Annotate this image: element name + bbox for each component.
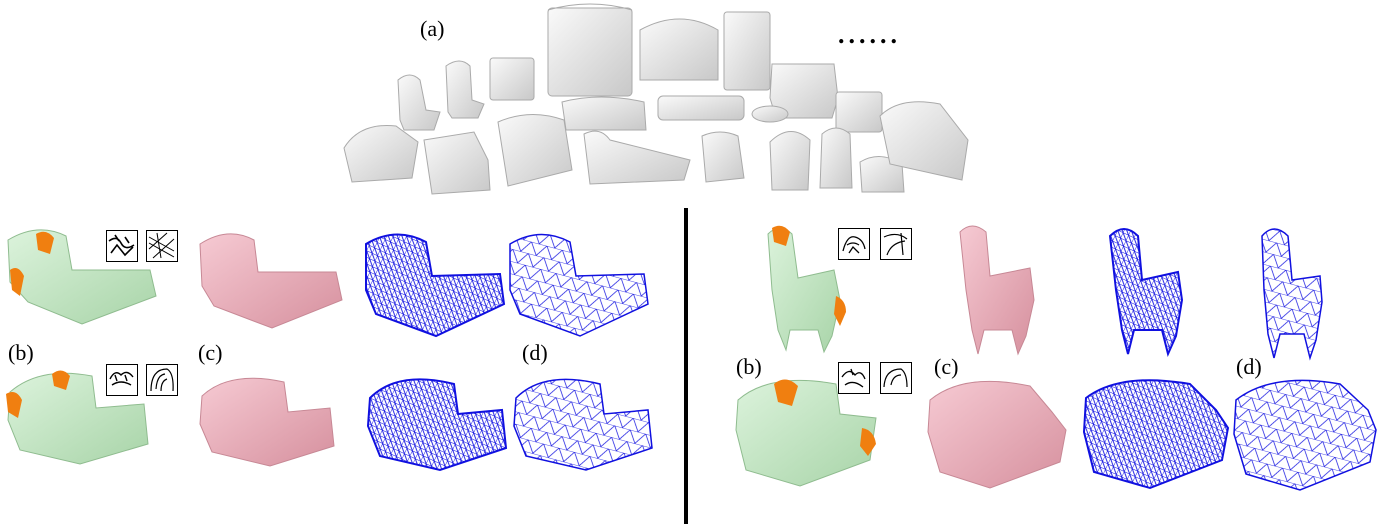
armchair-dense-mesh xyxy=(1108,228,1184,358)
sketch-thumbnail xyxy=(880,228,912,260)
panel-divider xyxy=(684,208,688,524)
sofa-green-model xyxy=(6,370,149,465)
sofa-pink-model-right xyxy=(927,380,1067,489)
label-d-right: (d) xyxy=(1236,354,1262,379)
sofa-dense-mesh-right xyxy=(1082,379,1230,490)
sofa-sparse-mesh xyxy=(513,378,653,471)
bed-dense-mesh xyxy=(365,233,506,338)
label-c-left: (c) xyxy=(198,340,223,365)
label-b-right: (b) xyxy=(736,354,762,379)
sofa-dense-mesh xyxy=(366,378,508,472)
armchair-green-model xyxy=(767,225,846,354)
sketch-thumbnail xyxy=(106,364,138,396)
sketch-thumbnail xyxy=(146,230,178,262)
label-b-left: (b) xyxy=(8,340,34,365)
bed-pink-model xyxy=(199,233,343,329)
ellipsis: ...... xyxy=(838,20,901,49)
bed-sparse-mesh xyxy=(509,233,649,337)
bed-green-model xyxy=(7,229,157,325)
sketch-thumbnail xyxy=(106,230,138,262)
label-d-left: (d) xyxy=(522,340,548,365)
sketch-thumbnail xyxy=(838,362,870,394)
armchair-pink-model xyxy=(959,225,1035,356)
sketch-thumbnail xyxy=(146,364,178,396)
sofa-sparse-mesh-right xyxy=(1233,379,1377,491)
label-a: (a) xyxy=(420,16,445,41)
sofa-pink-model xyxy=(199,377,335,467)
label-c-right: (c) xyxy=(934,354,959,379)
sketch-thumbnail xyxy=(838,228,870,260)
armchair-sparse-mesh xyxy=(1261,228,1323,361)
sofa-green-model-right xyxy=(735,379,877,487)
furniture-collection xyxy=(343,3,969,195)
sketch-thumbnail xyxy=(880,362,912,394)
